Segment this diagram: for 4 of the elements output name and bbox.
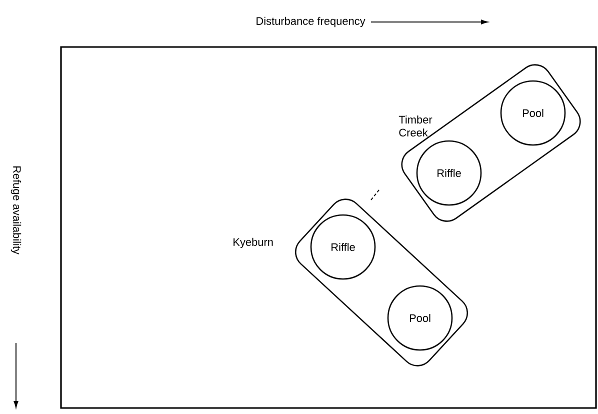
axis-label: Refuge availability <box>10 166 22 254</box>
axis-label: Disturbance frequency <box>256 16 366 28</box>
site-label: Timber Creek <box>398 116 432 136</box>
site-label: Kyeburn <box>234 238 273 248</box>
